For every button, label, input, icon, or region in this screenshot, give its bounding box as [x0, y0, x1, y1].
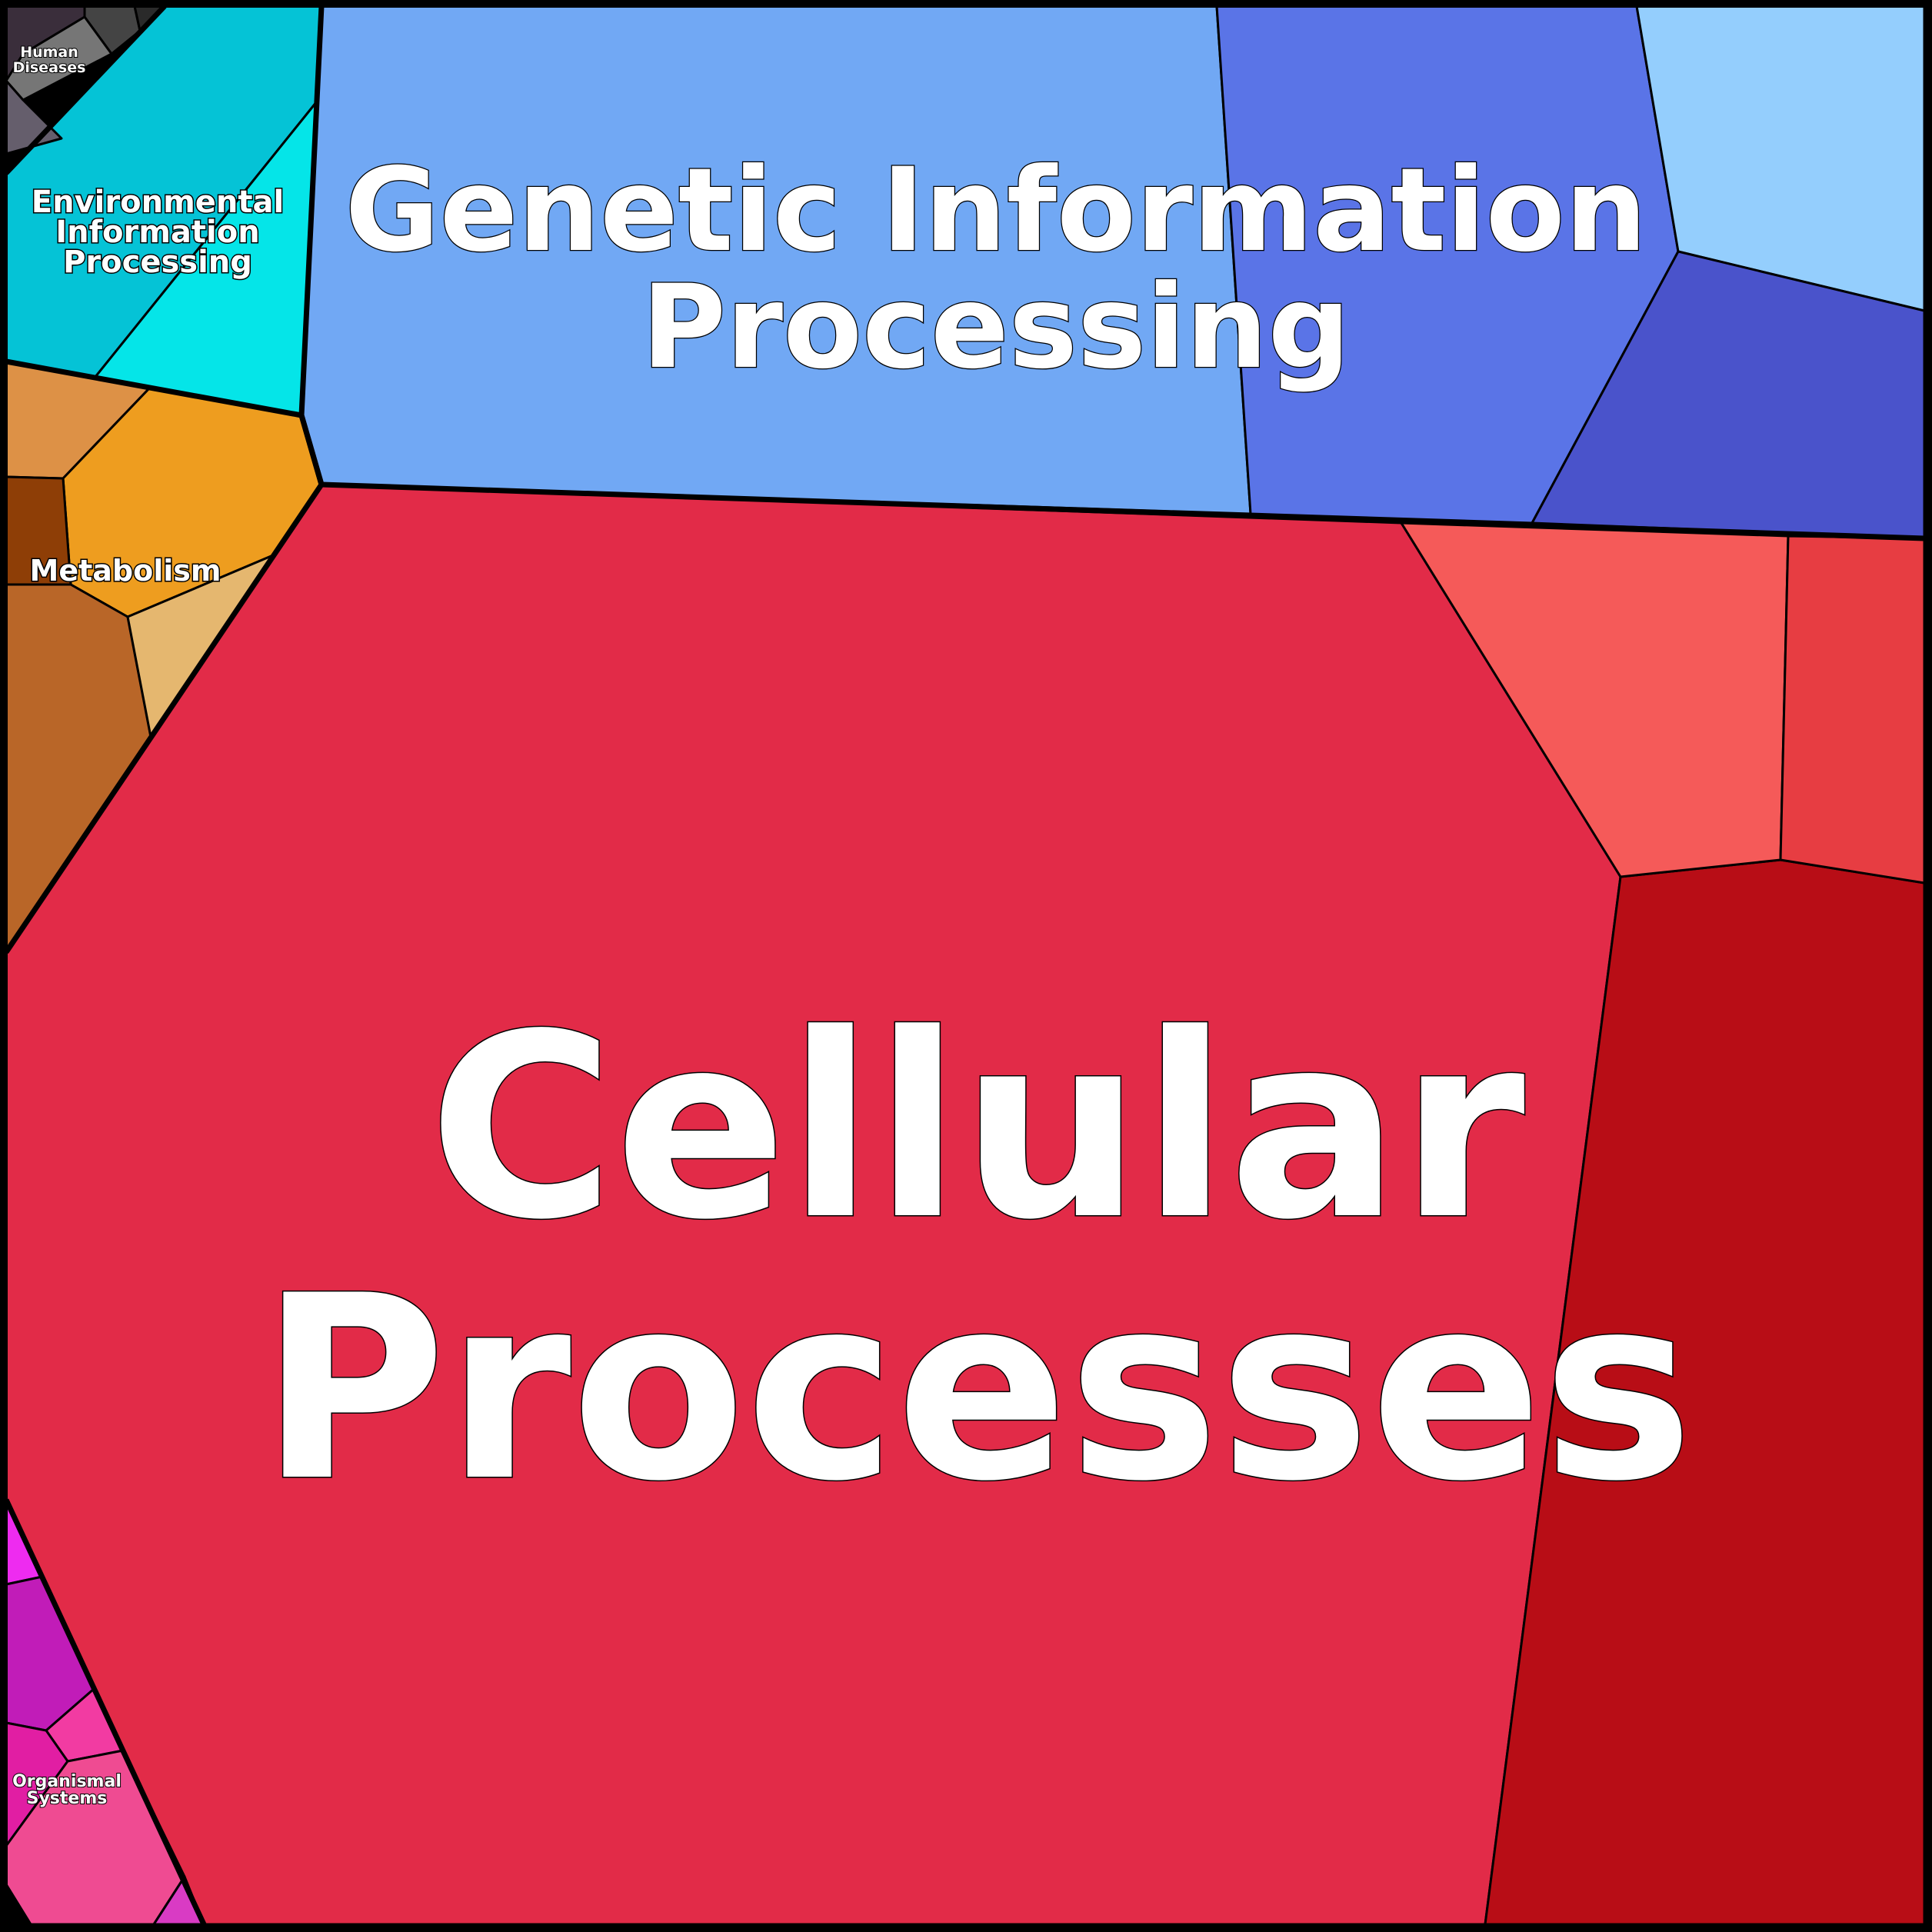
cellular-label-line: Cellular [428, 980, 1527, 1275]
category-boundary [4, 4, 167, 175]
human-label-line: Human [20, 44, 78, 61]
category-boundary [4, 483, 324, 954]
environmental-label-line: Environmental [32, 185, 284, 220]
category-boundary [298, 5, 325, 485]
category-boundary [3, 1498, 207, 1926]
genetic-label-line: Processing [641, 261, 1351, 395]
cellular-label-line: Processes [260, 1241, 1694, 1537]
environmental-label-line: Processing [63, 245, 252, 280]
metabolism-label: Metabolism [30, 554, 222, 588]
organismal-label-line: Systems [27, 1789, 108, 1808]
human-label-line: Diseases [13, 59, 86, 76]
metabolism-label-line: Metabolism [30, 554, 222, 588]
cellular-cell [1779, 535, 1926, 884]
genetic-label-line: Genetic Information [345, 144, 1647, 278]
environmental-label-line: Information [55, 215, 259, 250]
organismal-label-line: Organismal [12, 1772, 122, 1791]
